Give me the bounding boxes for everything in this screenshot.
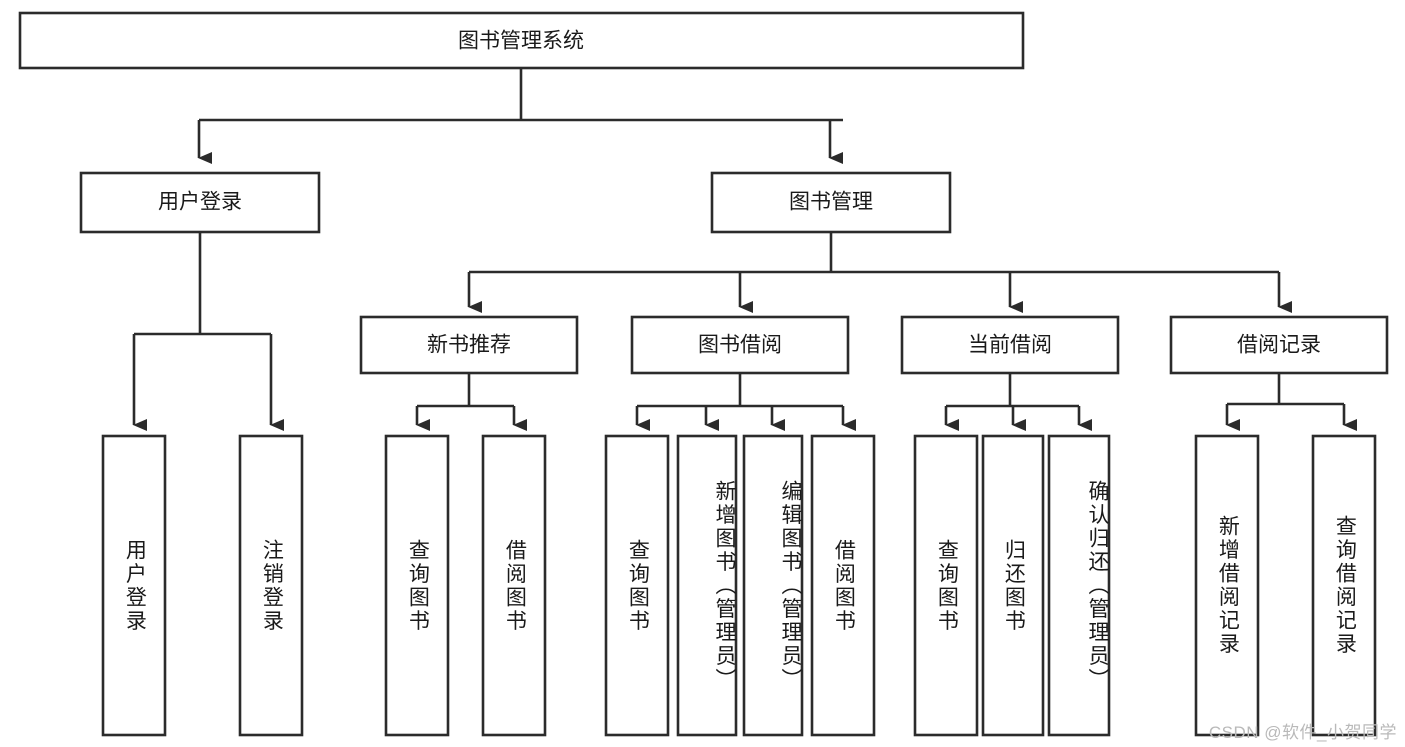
leaf-box-user-login[interactable] <box>101 434 167 737</box>
node-book-manage[interactable]: 图书管理 <box>710 171 952 234</box>
node-book-borrow-rect <box>630 315 850 375</box>
leaf-box-logout[interactable] <box>238 434 304 737</box>
node-borrow-record-label: 借阅记录 <box>1237 334 1321 357</box>
connector-user-login-to-leaves <box>132 232 284 431</box>
node-new-book-rec-label: 新书推荐 <box>427 334 511 357</box>
node-current-borrow-rect <box>900 315 1120 375</box>
leaf-box-cb-query-book[interactable] <box>913 434 979 737</box>
node-current-borrow-label: 当前借阅 <box>968 334 1052 357</box>
node-user-login[interactable]: 用户登录 <box>79 171 321 234</box>
leaf-box-nbr-borrow-book[interactable] <box>481 434 547 737</box>
leaf-box-bb-edit-book[interactable] <box>742 434 804 737</box>
leaf-box-nbr-query-book[interactable] <box>384 434 450 737</box>
node-borrow-record-rect <box>1169 315 1389 375</box>
node-root-label: 图书管理系统 <box>458 30 584 53</box>
leaf-box-cb-return-book[interactable] <box>981 434 1045 737</box>
leaf-box-br-add-record[interactable] <box>1194 434 1260 737</box>
connector-book-manage-to-level2 <box>467 232 1292 313</box>
connector-root-to-level1 <box>197 68 843 164</box>
node-book-borrow-label: 图书借阅 <box>698 334 782 357</box>
leaf-box-bb-add-book[interactable] <box>676 434 738 737</box>
node-new-book-rec[interactable]: 新书推荐 <box>359 315 579 375</box>
node-book-borrow[interactable]: 图书借阅 <box>630 315 850 375</box>
node-borrow-record[interactable]: 借阅记录 <box>1169 315 1389 375</box>
leaf-box-cb-confirm-return[interactable] <box>1047 434 1111 737</box>
leaf-box-bb-borrow-book[interactable] <box>810 434 876 737</box>
csdn-watermark: CSDN @软件_小贺同学 <box>1208 723 1397 742</box>
node-current-borrow[interactable]: 当前借阅 <box>900 315 1120 375</box>
node-book-manage-rect <box>710 171 952 234</box>
leaf-box-br-query-record[interactable] <box>1311 434 1377 737</box>
leaf-box-bb-query-book[interactable] <box>604 434 670 737</box>
connector-book-borrow-to-leaves <box>635 373 856 431</box>
node-root-rect <box>18 11 1025 70</box>
node-root[interactable]: 图书管理系统 <box>18 11 1025 70</box>
connector-current-borrow-to-leaves <box>944 373 1092 431</box>
connector-new-book-rec-to-leaves <box>415 373 527 431</box>
connector-borrow-record-to-leaves <box>1225 373 1357 431</box>
node-user-login-label: 用户登录 <box>158 191 242 214</box>
node-book-manage-label: 图书管理 <box>789 191 873 214</box>
node-new-book-rec-rect <box>359 315 579 375</box>
